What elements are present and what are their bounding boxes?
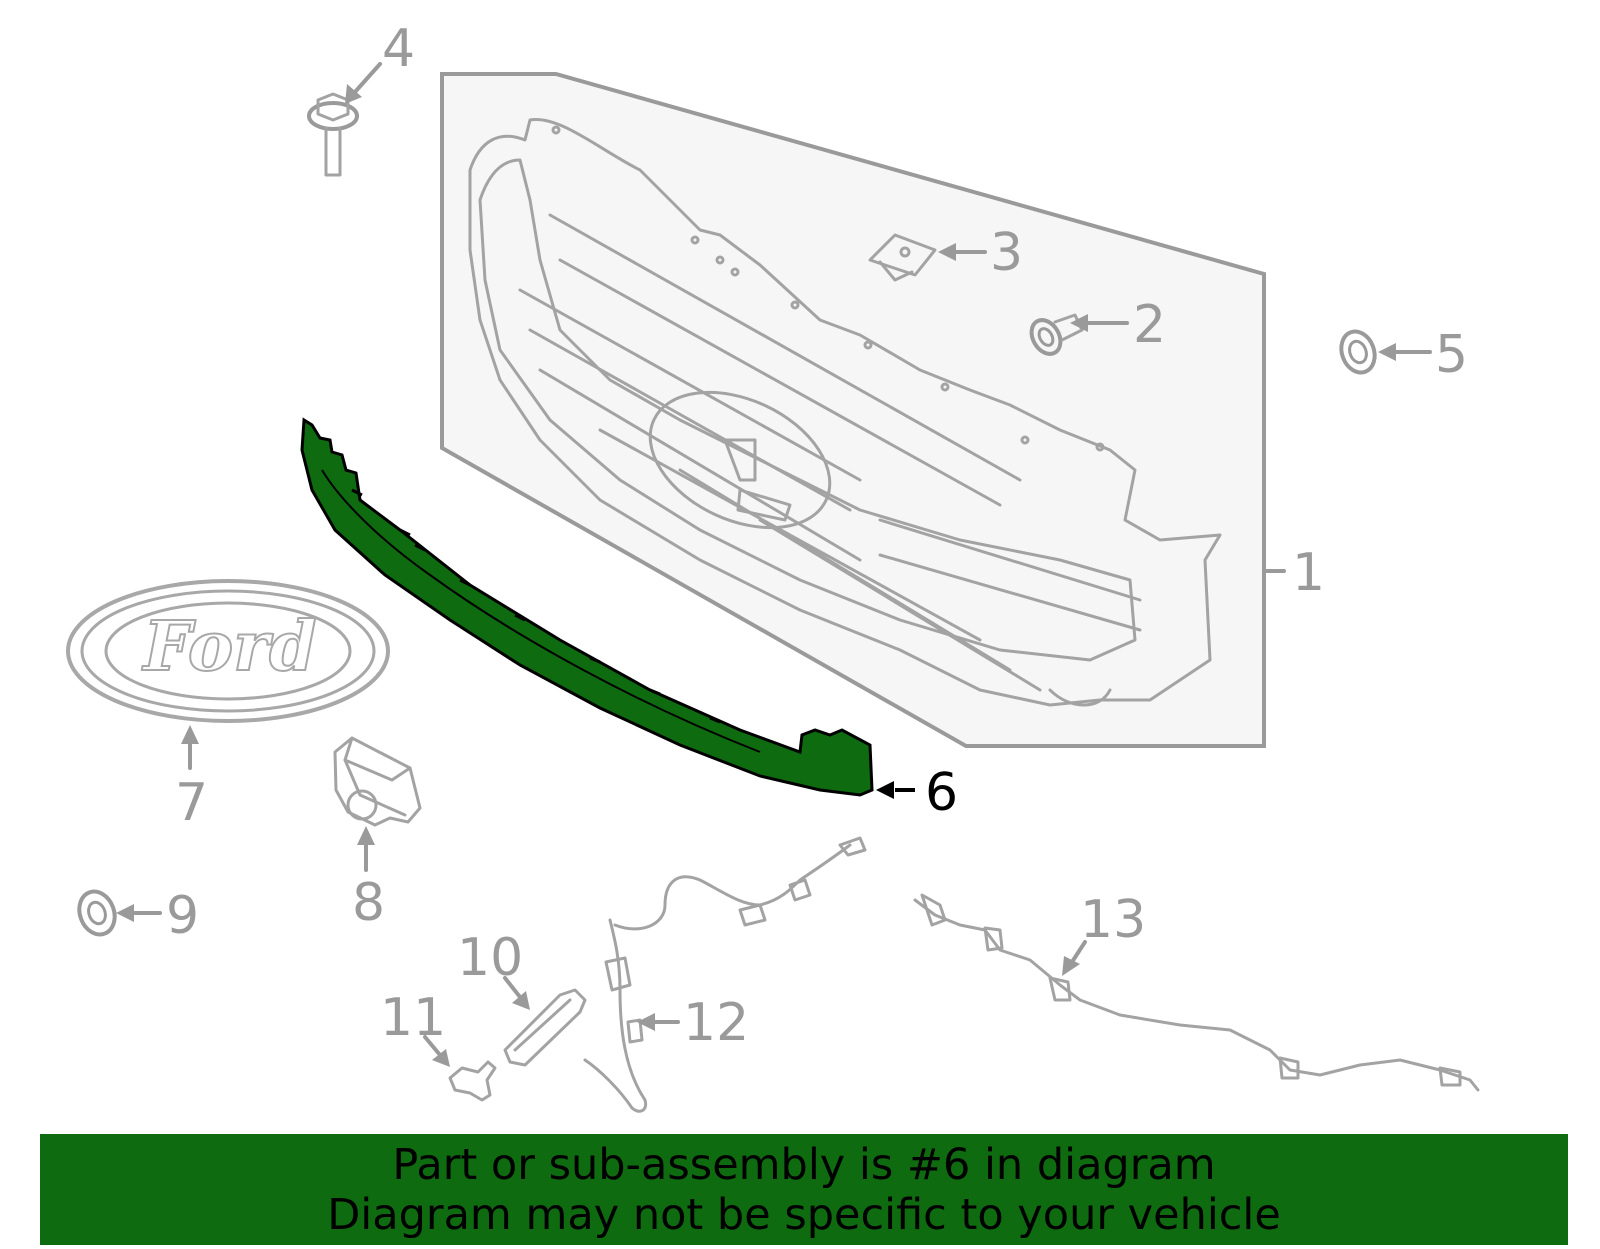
callout-7: 7	[175, 773, 208, 833]
clip-part-3[interactable]	[868, 233, 937, 282]
callout-9: 9	[166, 886, 199, 946]
diagram-notice-banner: Part or sub-assembly is #6 in diagram Di…	[40, 1134, 1568, 1245]
callout-12: 12	[683, 993, 749, 1053]
callout-11: 11	[380, 988, 446, 1048]
callout-8: 8	[352, 873, 385, 933]
callout-labels: 1 2 3 4 5 6 7 8 9 10 11 12 13	[166, 19, 1468, 1053]
grille-assembly[interactable]	[440, 72, 1266, 748]
callout-5: 5	[1435, 325, 1468, 385]
callout-10: 10	[457, 928, 523, 988]
nut-part-9[interactable]	[74, 887, 121, 940]
camera-part-8[interactable]	[333, 736, 422, 827]
lower-molding-part-6[interactable]	[300, 417, 874, 797]
banner-line-part-note: Part or sub-assembly is #6 in diagram	[392, 1139, 1216, 1190]
ford-emblem-part-7[interactable]: Ford	[66, 579, 390, 723]
callout-2: 2	[1133, 295, 1166, 355]
parts-diagram: Ford	[66, 19, 1480, 1113]
banner-line-disclaimer: Diagram may not be specific to your vehi…	[327, 1189, 1281, 1240]
grille-mounting-holes	[551, 125, 1105, 452]
ford-script-logo: Ford	[141, 607, 316, 687]
callout-1: 1	[1292, 543, 1325, 603]
callout-6: 6	[925, 763, 958, 823]
sensor-part-10[interactable]	[503, 988, 587, 1067]
nut-part-5[interactable]	[1336, 327, 1380, 377]
sensor-clip-part-11[interactable]	[448, 1060, 497, 1102]
wiring-harness-part-12[interactable]	[583, 836, 867, 1113]
callout-4: 4	[382, 19, 415, 79]
callout-13: 13	[1080, 890, 1146, 950]
callout-3: 3	[990, 223, 1023, 283]
bolt-part-4[interactable]	[307, 92, 359, 177]
cable-part-13[interactable]	[913, 893, 1480, 1092]
leader-lines	[116, 62, 1432, 1067]
